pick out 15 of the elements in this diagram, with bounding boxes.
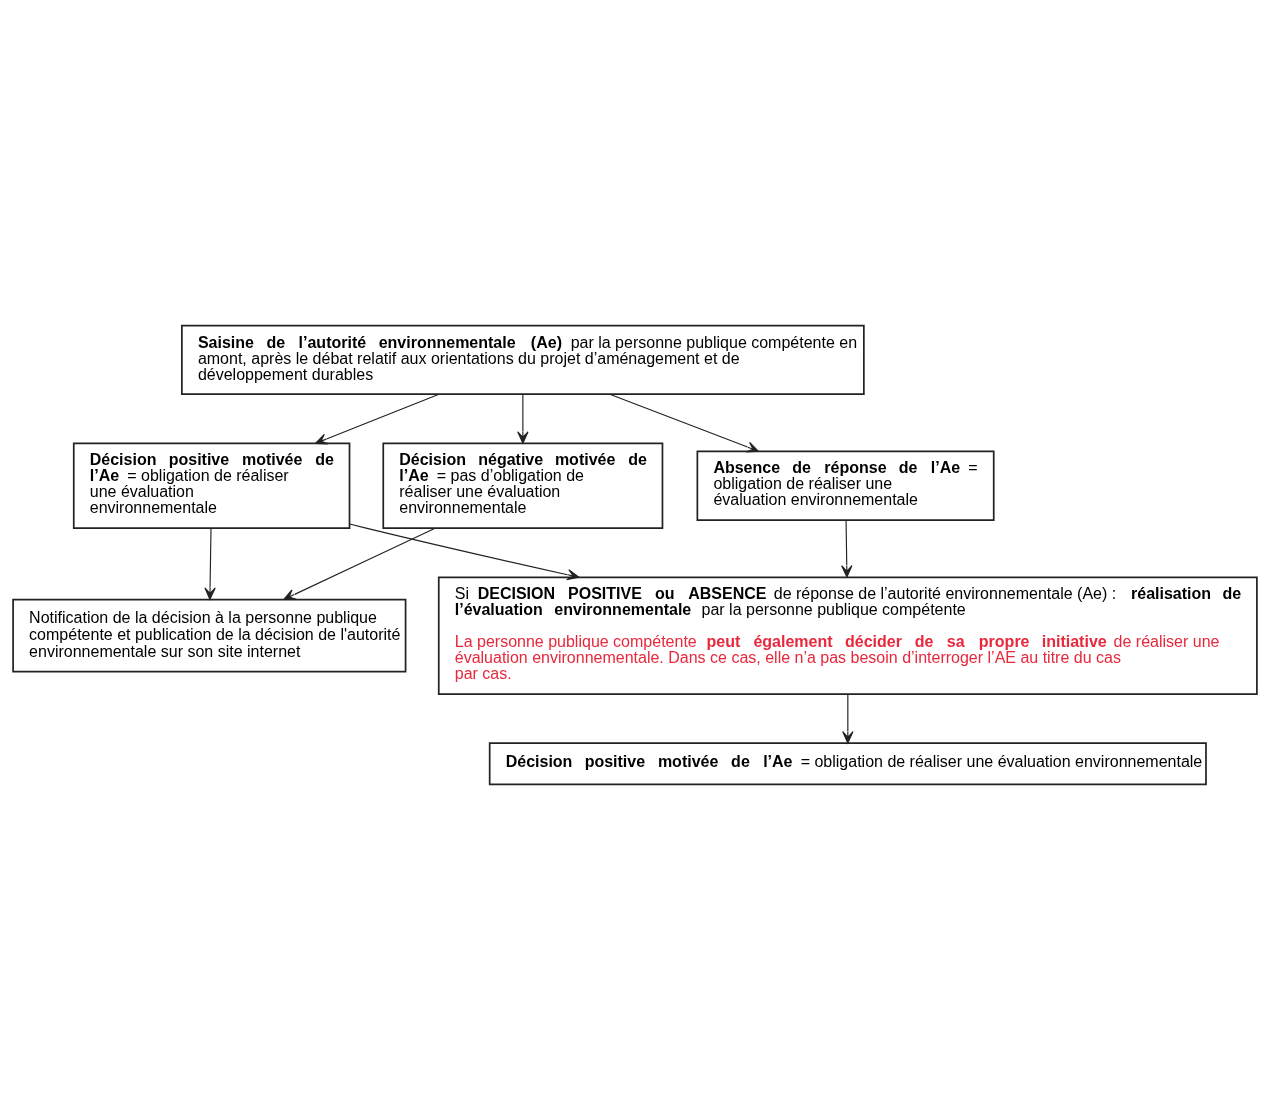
arrow xyxy=(841,519,853,578)
node-box: Décision négative motivée de l’Ae = pas d’obligation de réaliser une évaluation environnementale xyxy=(382,442,664,529)
arrow xyxy=(842,693,854,744)
node-box: Décision positive motivée de l’Ae = obligation de réaliser une évaluation environnementale xyxy=(488,741,1207,785)
node-box: Saisine de l’autorité environnementale (Ae) par la personne publique compétente en amont, après le débat relatif aux orientations du projet d’aménagement et de développement durables xyxy=(181,324,865,395)
node-box: Décision positive motivée de l’Ae = obligation de réaliser une évaluation environnementale xyxy=(72,442,351,529)
arrow xyxy=(609,393,760,453)
node-box: Notification de la décision à la personne publique compétente et publication de la décision de l'autorité environnementale sur son site internet xyxy=(12,598,407,673)
node-box: Si DECISION POSITIVE ou ABSENCE de réponse de l’autorité environnementale (Ae) : réalisation de l’évaluation environnementale par la personne publique compétente La personne publique compétente peut également décider de sa propre initiative de réaliser une évaluation environnementale. Dans ce cas, elle n’a pas besoin d’interroger l’AE au titre du cas par cas. xyxy=(437,575,1258,695)
arrow xyxy=(204,527,216,600)
arrow xyxy=(349,522,580,580)
arrow xyxy=(517,393,529,444)
arrow xyxy=(315,393,440,444)
node-box: Absence de réponse de l’Ae = obligation de réaliser une évaluation environnementale xyxy=(696,450,995,521)
arrow xyxy=(283,527,436,600)
